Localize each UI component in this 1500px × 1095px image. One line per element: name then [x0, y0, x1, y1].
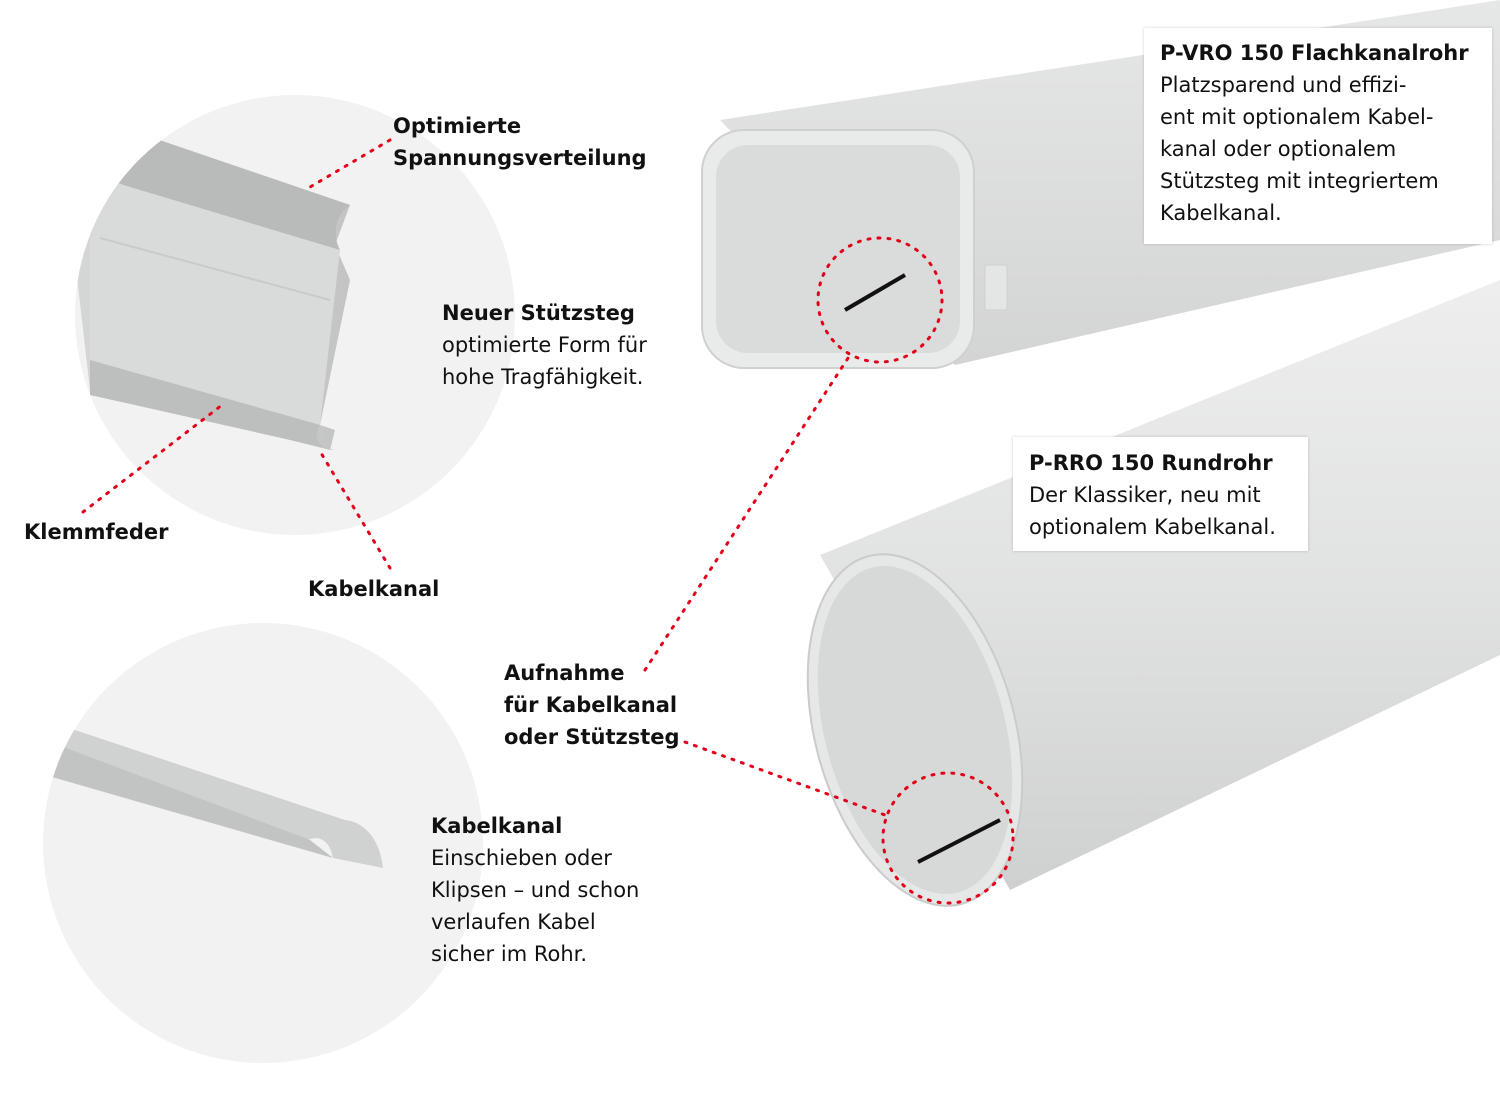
highlight-circle-round — [881, 771, 1015, 905]
label-kabelkanal-line4: sicher im Rohr. — [431, 942, 588, 966]
product-vro-title: P-VRO 150 Flachkanalrohr — [1160, 41, 1469, 65]
round-duct-illustration — [806, 280, 1500, 907]
label-optimierte-line1: Optimierte — [393, 114, 522, 138]
product-vro-line5: Kabelkanal. — [1160, 201, 1282, 225]
product-rro-title: P-RRO 150 Rundrohr — [1029, 451, 1273, 475]
label-kabelkanal-short: Kabelkanal — [308, 577, 440, 601]
leader-kabelkanal-short — [316, 446, 392, 570]
product-vro-line2: ent mit optionalem Kabel- — [1160, 105, 1434, 129]
label-aufnahme-line3: oder Stützsteg — [504, 725, 680, 749]
highlight-circle-flat — [816, 236, 944, 364]
leader-aufnahme-flat — [643, 353, 852, 672]
label-optimierte: Optimierte Spannungsverteilung — [393, 110, 647, 174]
label-kabelkanal-title: Kabelkanal — [431, 814, 563, 838]
label-stuetzsteg-line1: optimierte Form für — [442, 333, 647, 357]
label-kabelkanal-line2: Klipsen – und schon — [431, 878, 640, 902]
leader-optimierte — [303, 138, 392, 192]
detail-circle-support-web — [75, 95, 515, 535]
label-klemmfeder: Klemmfeder — [24, 520, 169, 544]
product-vro-line4: Stützsteg mit integriertem — [1160, 169, 1439, 193]
label-kabelkanal-line3: verlaufen Kabel — [431, 910, 596, 934]
product-box-rro: P-RRO 150 Rundrohr Der Klassiker, neu mi… — [1013, 437, 1308, 551]
label-stuetzsteg-title: Neuer Stützsteg — [442, 301, 635, 325]
leader-klemmfeder — [81, 403, 224, 514]
detail-circle-cable-duct — [43, 623, 483, 1063]
label-aufnahme-line1: Aufnahme — [504, 661, 625, 685]
product-box-vro: P-VRO 150 Flachkanalrohr Platzsparend un… — [1144, 28, 1492, 244]
label-optimierte-line2: Spannungsverteilung — [393, 146, 647, 170]
label-stuetzsteg-line2: hohe Tragfähigkeit. — [442, 365, 644, 389]
product-rro-line1: Der Klassiker, neu mit — [1029, 483, 1261, 507]
product-rro-line2: optionalem Kabelkanal. — [1029, 515, 1276, 539]
product-vro-line3: kanal oder optionalem — [1160, 137, 1397, 161]
label-kabelkanal: Kabelkanal Einschieben oder Klipsen – un… — [431, 810, 639, 970]
product-vro-line1: Platzsparend und effizi- — [1160, 73, 1407, 97]
label-kabelkanal-line1: Einschieben oder — [431, 846, 612, 870]
label-aufnahme-line2: für Kabelkanal — [504, 693, 678, 717]
label-stuetzsteg: Neuer Stützsteg optimierte Form für hohe… — [442, 297, 647, 393]
label-aufnahme: Aufnahme für Kabelkanal oder Stützsteg — [504, 657, 680, 753]
